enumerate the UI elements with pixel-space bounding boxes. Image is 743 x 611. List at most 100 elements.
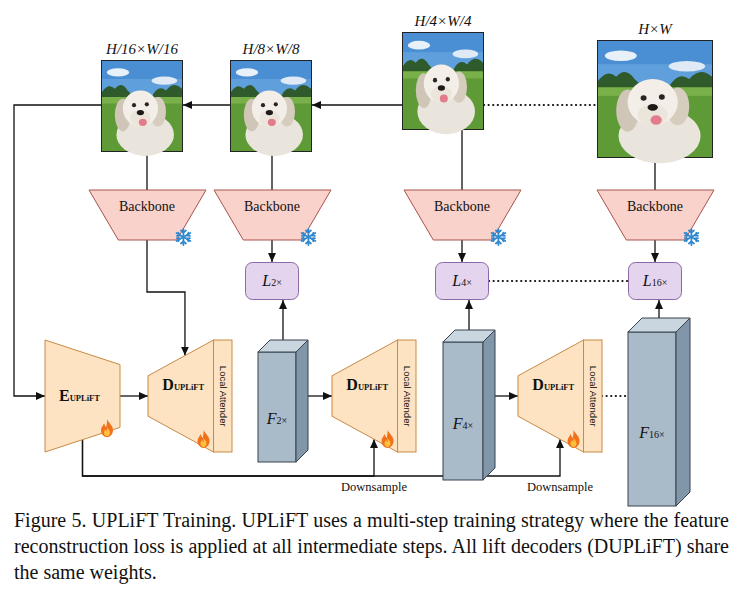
loss-box: L2× xyxy=(245,262,299,300)
trainable-icon xyxy=(382,430,394,448)
text-holder: H/16×W/16 xyxy=(42,39,242,59)
text-holder: H/8×W/8 xyxy=(171,39,371,59)
loss-box: L4× xyxy=(435,262,489,300)
feature-map: F16× xyxy=(628,318,690,506)
block-label: Backbone xyxy=(244,199,300,214)
backbone-block-shape xyxy=(214,190,331,240)
connector xyxy=(461,240,462,262)
dog-photo xyxy=(102,61,182,156)
input-image-shape xyxy=(403,33,483,129)
trainable-icon xyxy=(198,430,210,448)
encoder-block: EUPLiFT xyxy=(45,340,120,452)
attender-label: Local Attender xyxy=(588,366,598,427)
module-label: EUPLiFT xyxy=(59,387,100,405)
block-label: Backbone xyxy=(627,199,683,214)
feature-map-shape xyxy=(258,340,308,462)
dog-photo xyxy=(403,33,483,134)
connector xyxy=(271,240,272,262)
connector xyxy=(308,395,332,396)
backbone-block: Backbone xyxy=(597,190,714,240)
connector xyxy=(468,300,469,330)
text-holder: H/4×W/4 xyxy=(343,11,543,31)
edge-label: Downsample xyxy=(339,481,409,495)
text-holder: L16× xyxy=(628,262,682,300)
connector xyxy=(312,104,402,105)
connector xyxy=(658,300,659,318)
loss-label: L16× xyxy=(643,272,668,290)
input-image: H×W xyxy=(597,40,713,158)
module-label: DUPLiFT xyxy=(346,376,388,394)
input-image: H/4×W/4 xyxy=(402,32,484,130)
text-holder: H×W xyxy=(538,19,743,39)
frozen-icon xyxy=(491,229,505,245)
input-image-shape xyxy=(598,41,712,157)
text-holder: Backbone xyxy=(597,190,714,224)
attender-label: Local Attender xyxy=(402,366,412,427)
dog-photo xyxy=(598,41,712,163)
image-size-label: H×W xyxy=(638,21,671,38)
decoder-block: DUPLiFT Local Attender xyxy=(332,340,416,452)
text-holder: Local Attender xyxy=(398,340,416,452)
block-label: Backbone xyxy=(119,199,175,214)
connector xyxy=(484,104,597,106)
text-holder: Local Attender xyxy=(214,340,232,452)
trainable-icon xyxy=(101,419,113,437)
image-size-label: H/4×W/4 xyxy=(415,13,472,30)
input-image-shape xyxy=(102,61,182,151)
attender-label: Local Attender xyxy=(218,366,228,427)
feature-map: F2× xyxy=(258,340,308,462)
edge-label: Downsample xyxy=(525,481,595,495)
feature-label: F2× xyxy=(267,410,287,428)
decoder-block: DUPLiFT Local Attender xyxy=(148,340,232,452)
backbone-block: Backbone xyxy=(404,190,521,240)
text-holder: F2× xyxy=(258,409,296,429)
backbone-block-shape xyxy=(597,190,714,240)
block-label: Backbone xyxy=(434,199,490,214)
connector xyxy=(654,240,655,262)
connector xyxy=(495,395,518,396)
loss-label: L2× xyxy=(262,272,282,290)
decoder-block: DUPLiFT Local Attender xyxy=(518,340,602,452)
caption-holder: Figure 5. UPLiFT Training. UPLiFT uses a… xyxy=(14,507,729,585)
input-image-shape xyxy=(231,61,311,151)
text-holder: DUPLiFT xyxy=(153,371,213,398)
loss-label: L4× xyxy=(452,272,472,290)
input-image: H/16×W/16 xyxy=(101,60,183,152)
feature-label: F16× xyxy=(639,424,664,442)
text-holder: F16× xyxy=(628,422,676,442)
image-size-label: H/8×W/8 xyxy=(243,41,300,58)
backbone-block: Backbone xyxy=(89,190,206,240)
text-holder: Backbone xyxy=(404,190,521,224)
frozen-icon xyxy=(301,229,315,245)
backbone-block-shape xyxy=(89,190,206,240)
dog-photo xyxy=(231,61,311,156)
text-holder: Local Attender xyxy=(584,340,602,452)
frozen-icon xyxy=(176,229,190,245)
connector xyxy=(147,240,185,356)
connector xyxy=(282,300,283,340)
feature-map-shape xyxy=(628,318,690,506)
frozen-icon xyxy=(684,229,698,245)
connector-group xyxy=(14,105,659,476)
connector xyxy=(602,395,628,397)
connector xyxy=(489,280,628,282)
text-holder: EUPLiFT xyxy=(45,340,114,452)
feature-label: F4× xyxy=(453,415,473,433)
text-holder: Backbone xyxy=(214,190,331,224)
image-size-label: H/16×W/16 xyxy=(106,41,178,58)
module-label: DUPLiFT xyxy=(162,376,204,394)
module-label: DUPLiFT xyxy=(532,376,574,394)
text-holder: DUPLiFT xyxy=(337,371,397,398)
loss-box: L16× xyxy=(628,262,682,300)
input-image: H/8×W/8 xyxy=(230,60,312,152)
text-holder: F4× xyxy=(443,414,483,434)
connector xyxy=(271,152,272,190)
connector xyxy=(146,152,147,190)
feature-map: F4× xyxy=(443,330,495,480)
figure-caption: Figure 5. UPLiFT Training. UPLiFT uses a… xyxy=(14,509,729,583)
text-holder: DUPLiFT xyxy=(523,371,583,398)
text-holder: L4× xyxy=(435,262,489,300)
text-holder: Backbone xyxy=(89,190,206,224)
connector xyxy=(120,395,148,396)
